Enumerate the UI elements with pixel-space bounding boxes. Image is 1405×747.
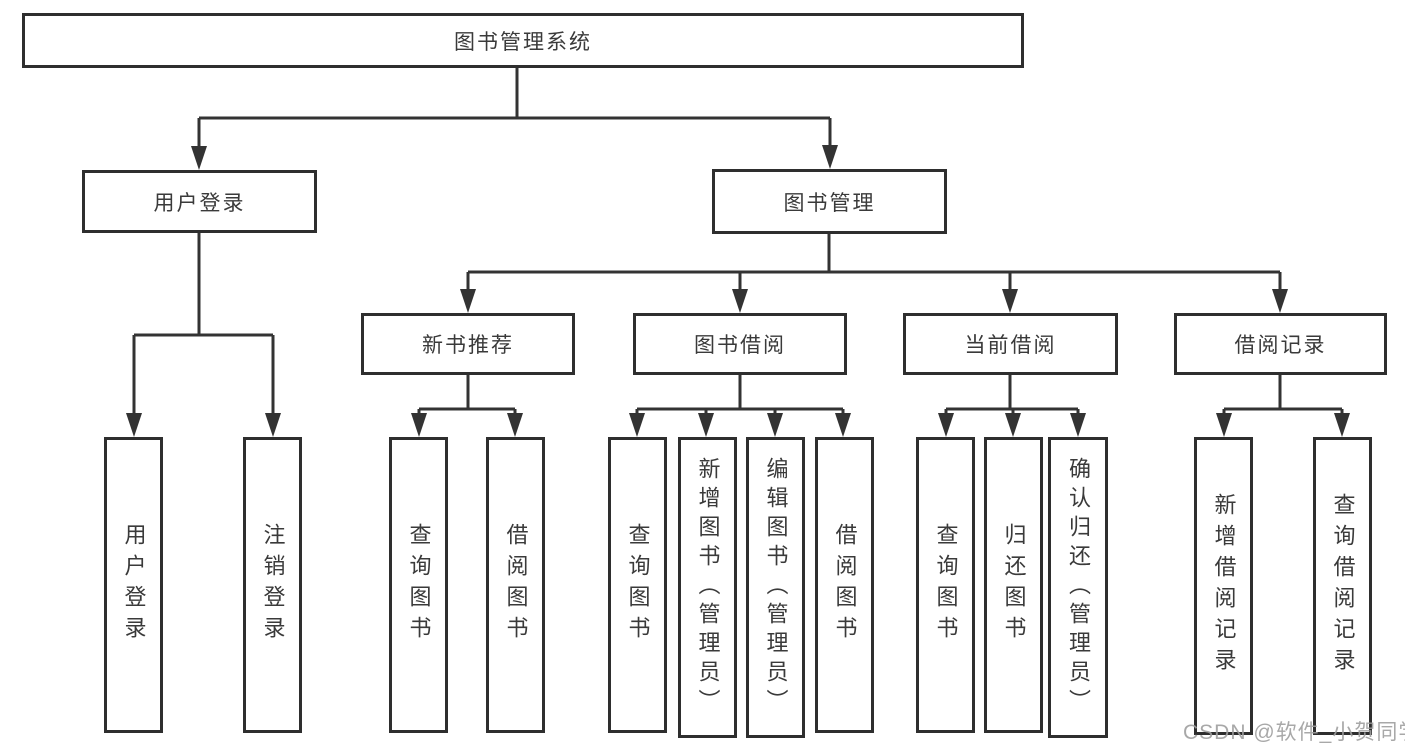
node-book-management: 图书管理 — [712, 169, 947, 234]
leaf-label: 借阅图书 — [503, 523, 529, 647]
node-label: 图书借阅 — [694, 334, 786, 357]
leaf-label: 查询借阅记录 — [1330, 493, 1356, 679]
node-label: 图书管理系统 — [454, 30, 592, 54]
connector-root-to-level2 — [197, 68, 832, 148]
leaf-label: 新增借阅记录 — [1211, 493, 1237, 679]
leaf-current-confirm-return-admin: 确认归还（管理员） — [1048, 437, 1108, 738]
leaf-user-login: 用户登录 — [104, 437, 163, 733]
node-current-borrowing: 当前借阅 — [903, 313, 1118, 375]
leaf-label: 借阅图书 — [832, 523, 858, 647]
node-label: 用户登录 — [153, 191, 246, 215]
leaf-label: 确认归还（管理员） — [1066, 457, 1091, 718]
leaf-borrowing-query-book: 查询图书 — [608, 437, 667, 733]
leaf-label: 注销登录 — [260, 523, 286, 647]
leaf-label: 用户登录 — [121, 523, 147, 647]
node-new-book-recommend: 新书推荐 — [361, 313, 575, 375]
node-label: 当前借阅 — [964, 334, 1057, 357]
leaf-recommend-borrow-book: 借阅图书 — [486, 437, 545, 733]
leaf-borrowing-add-book-admin: 新增图书（管理员） — [678, 437, 737, 738]
leaf-records-query-record: 查询借阅记录 — [1313, 437, 1372, 735]
leaf-recommend-query-book: 查询图书 — [389, 437, 448, 733]
leaf-label: 归还图书 — [1001, 523, 1027, 647]
connector-borrowing-to-leaves — [635, 375, 845, 416]
connector-current-to-leaves — [944, 375, 1080, 416]
node-user-login: 用户登录 — [82, 170, 317, 233]
arrowheads — [126, 145, 1350, 437]
leaf-borrowing-edit-book-admin: 编辑图书（管理员） — [746, 437, 805, 738]
node-borrowing-records: 借阅记录 — [1174, 313, 1387, 375]
leaf-records-add-record: 新增借阅记录 — [1194, 437, 1253, 735]
node-label: 新书推荐 — [422, 334, 514, 357]
connector-bookmgmt-to-level3 — [466, 234, 1282, 292]
node-root-system: 图书管理系统 — [22, 13, 1024, 68]
leaf-label: 查询图书 — [933, 523, 959, 647]
node-book-borrowing: 图书借阅 — [633, 313, 847, 375]
node-label: 借阅记录 — [1234, 334, 1327, 357]
leaf-current-query-book: 查询图书 — [916, 437, 975, 733]
leaf-borrowing-borrow-book: 借阅图书 — [815, 437, 874, 733]
leaf-label: 查询图书 — [406, 523, 432, 647]
leaf-current-return-book: 归还图书 — [984, 437, 1043, 733]
connector-newbook-to-leaves — [417, 375, 517, 416]
leaf-label: 编辑图书（管理员） — [763, 457, 789, 718]
connector-records-to-leaves — [1222, 375, 1344, 416]
node-label: 图书管理 — [783, 191, 876, 215]
connector-userlogin-to-leaves — [132, 233, 275, 416]
csdn-watermark: CSDN @软件_小贺同学 — [1183, 721, 1405, 744]
leaf-logout: 注销登录 — [243, 437, 302, 733]
leaf-label: 新增图书（管理员） — [695, 457, 721, 718]
leaf-label: 查询图书 — [625, 523, 651, 647]
